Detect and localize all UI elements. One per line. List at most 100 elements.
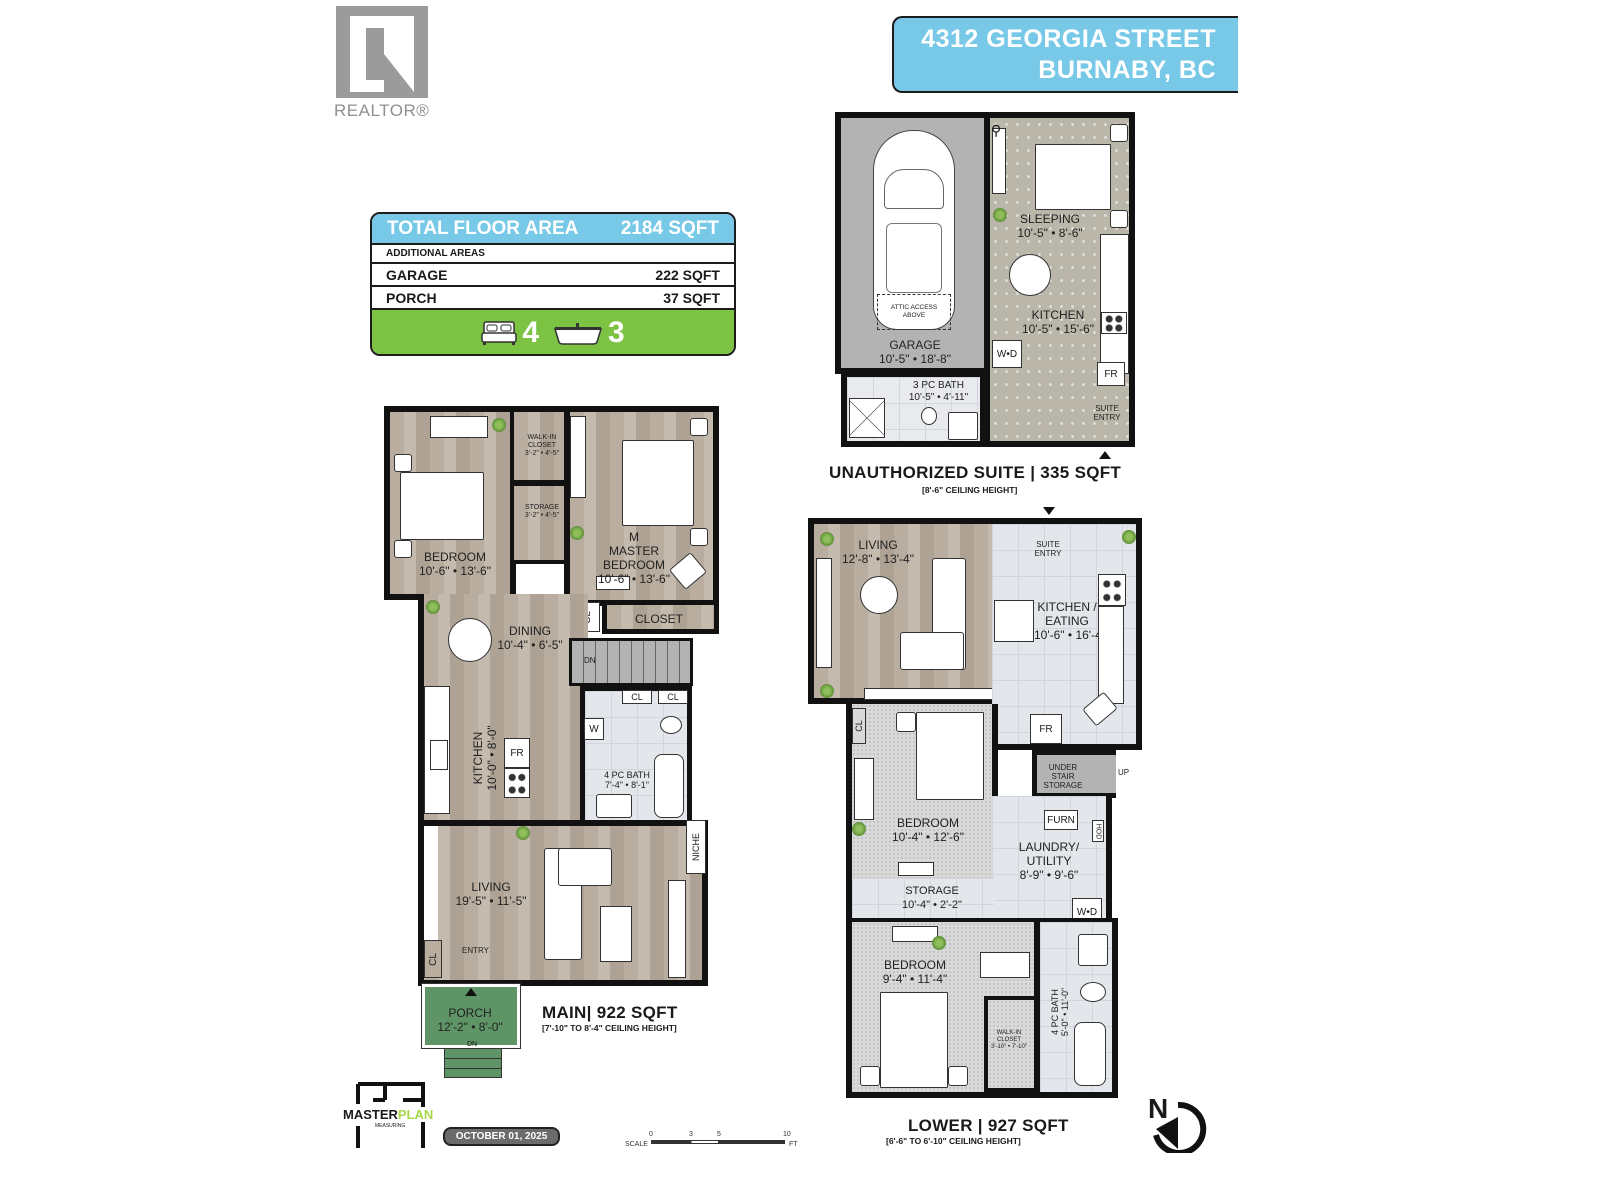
address-line1: 4312 GEORGIA STREET xyxy=(921,25,1216,53)
tv-console-icon xyxy=(668,880,686,978)
coffee-table-icon xyxy=(600,906,632,962)
washer-label: W xyxy=(584,718,604,740)
bed-icon xyxy=(400,472,484,540)
total-label: TOTAL FLOOR AREA xyxy=(387,217,579,239)
suite-ceiling: [8'-6" CEILING HEIGHT] xyxy=(922,485,1018,495)
scale-unit: FT xyxy=(789,1141,798,1148)
rug-ledge-icon xyxy=(864,688,996,700)
row-value: 222 SQFT xyxy=(655,266,720,283)
dn-label: DN xyxy=(584,656,596,665)
total-value: 2184 SQFT xyxy=(620,217,719,239)
scale-bar-graphic xyxy=(651,1140,785,1144)
under-stair-storage[interactable]: UNDER STAIR STORAGE xyxy=(1032,750,1116,798)
washer-dryer-label: W•D xyxy=(992,340,1022,368)
bedroom-count-value: 4 xyxy=(522,315,539,349)
fridge-label: FR xyxy=(504,738,530,768)
area-summary-card: TOTAL FLOOR AREA 2184 SQFT ADDITIONAL AR… xyxy=(370,212,736,356)
sink-icon xyxy=(430,740,448,770)
nightstand-icon xyxy=(896,712,916,732)
room-counts: 4 3 xyxy=(372,310,734,354)
nightstand-icon xyxy=(690,528,708,546)
masterplan-sub-text: MEASURING xyxy=(375,1123,406,1129)
nightstand-icon xyxy=(394,540,412,558)
furnace-label: FURN xyxy=(1044,810,1078,830)
desk-icon xyxy=(854,758,874,820)
hod-label: HOD xyxy=(1092,820,1104,842)
storage-closet xyxy=(510,482,570,564)
nightstand-icon xyxy=(1110,124,1128,142)
bathtub-icon xyxy=(1074,1022,1106,1086)
plant-icon xyxy=(932,936,946,950)
sectional-sofa-icon xyxy=(558,848,612,886)
garage-area-row: GARAGE 222 SQFT xyxy=(372,264,734,287)
dining-table-icon xyxy=(994,600,1034,642)
date-badge: OCTOBER 01, 2025 xyxy=(443,1127,560,1146)
bed-icon xyxy=(481,320,518,345)
plant-icon xyxy=(570,526,584,540)
row-label: PORCH xyxy=(386,289,437,306)
porch-steps[interactable]: DN xyxy=(444,1041,502,1078)
lower-ceiling: [6'-6" TO 6'-10" CEILING HEIGHT] xyxy=(886,1136,1021,1146)
toilet-icon xyxy=(1080,982,1106,1002)
wardrobe-icon xyxy=(992,128,1006,194)
living-wall-ledge xyxy=(424,826,438,942)
suite-entry-arrow-icon xyxy=(1099,451,1111,459)
lower-storage-room xyxy=(846,878,994,918)
plant-icon xyxy=(852,822,866,836)
realtor-label: REALTOR® xyxy=(334,101,430,120)
sink-icon xyxy=(948,412,978,440)
row-label: GARAGE xyxy=(386,266,448,283)
lower-suite-entry-arrow-icon xyxy=(1043,507,1055,515)
stove-icon xyxy=(504,768,530,798)
main-ceiling: [7'-10" TO 8'-4" CEILING HEIGHT] xyxy=(542,1023,677,1033)
wardrobe-icon xyxy=(570,416,586,498)
closet-room xyxy=(602,600,719,634)
dresser-icon xyxy=(898,862,934,876)
main-title: MAIN| 922 SQFT xyxy=(542,1003,678,1022)
counter-icon xyxy=(1100,234,1129,374)
bed-icon xyxy=(1035,144,1111,210)
sectional-sofa-icon xyxy=(900,632,964,670)
sink-icon xyxy=(1078,934,1108,966)
bicycle-icon: ⚲ xyxy=(991,122,1002,138)
scale-tick: 3 xyxy=(689,1131,693,1138)
dresser-icon xyxy=(596,576,630,590)
nightstand-icon xyxy=(394,454,412,472)
plant-icon xyxy=(993,208,1007,222)
stove-icon xyxy=(1098,574,1126,606)
round-table-icon xyxy=(860,576,898,614)
total-floor-area-row: TOTAL FLOOR AREA 2184 SQFT xyxy=(372,214,734,245)
niche-label: NICHE xyxy=(686,820,706,874)
plant-icon xyxy=(426,600,440,614)
attic-label: ATTIC ACCESS ABOVE xyxy=(890,304,938,319)
nightstand-icon xyxy=(860,1066,880,1086)
scale-tick: 0 xyxy=(649,1131,653,1138)
scale-tick: 10 xyxy=(783,1131,791,1138)
bathtub-icon xyxy=(654,754,684,818)
bed-icon xyxy=(916,712,984,800)
cl-label: CL xyxy=(622,690,652,704)
counter-icon xyxy=(1098,606,1124,704)
under-stair-label: UNDER STAIR STORAGE xyxy=(1043,763,1083,790)
nightstand-icon xyxy=(1110,210,1128,228)
lower-cl-label: CL xyxy=(852,708,866,744)
porch-dn-label: DN xyxy=(467,1041,478,1048)
cl-label: CL xyxy=(658,690,688,704)
nightstand-icon xyxy=(690,418,708,436)
realtor-logo-icon xyxy=(336,6,428,98)
stairs-down[interactable]: DN xyxy=(569,638,693,686)
